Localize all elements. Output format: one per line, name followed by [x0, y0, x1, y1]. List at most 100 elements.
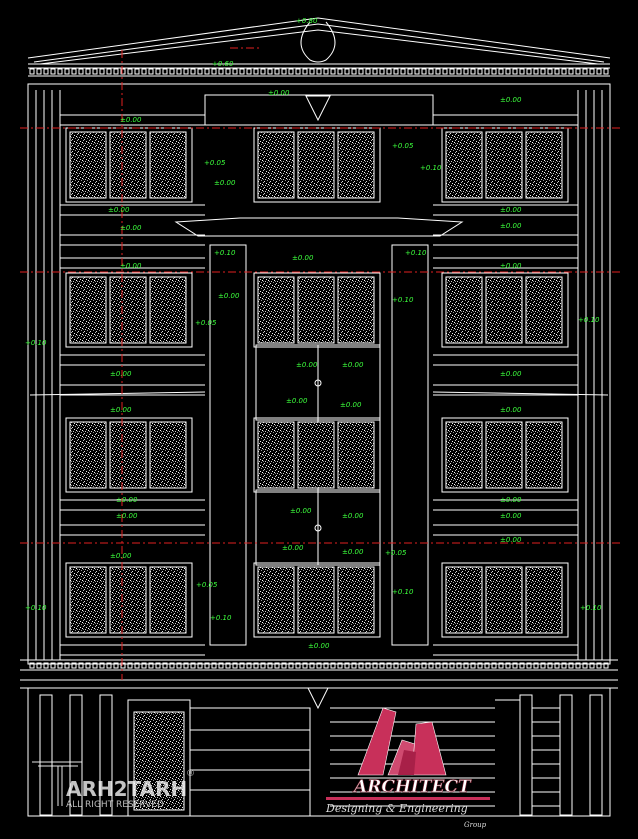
dentil [141, 662, 147, 669]
dentil [449, 662, 455, 669]
dentil [169, 68, 175, 75]
dentil [407, 662, 413, 669]
dentil [85, 662, 91, 669]
dentil [211, 68, 217, 75]
dentil [92, 662, 98, 669]
dentil [253, 68, 259, 75]
level-label: ±0.00 [500, 406, 522, 414]
window-pane [445, 566, 483, 634]
dentil [134, 662, 140, 669]
window-pane [337, 566, 375, 634]
window-pane [149, 566, 187, 634]
window-frame [65, 417, 193, 493]
dentil [365, 68, 371, 75]
dentil [127, 68, 133, 75]
dentil [50, 68, 56, 75]
dentil [456, 68, 462, 75]
window-frame [253, 417, 381, 493]
dentil [435, 68, 441, 75]
dentil [183, 68, 189, 75]
dentil [246, 662, 252, 669]
level-label: ±0.00 [290, 507, 312, 515]
dentil [183, 662, 189, 669]
window-pane [109, 421, 147, 489]
dentil [603, 68, 609, 75]
dentil [330, 662, 336, 669]
dentil [484, 68, 490, 75]
dentil [519, 662, 525, 669]
dentil [449, 68, 455, 75]
dentil [407, 68, 413, 75]
level-label: ±0.00 [340, 401, 362, 409]
dentil [330, 68, 336, 75]
dentil [582, 662, 588, 669]
dentil [64, 662, 70, 669]
dentil [533, 662, 539, 669]
dentil [477, 662, 483, 669]
axis-lines [20, 47, 620, 680]
dentil [225, 662, 231, 669]
dentil [582, 68, 588, 75]
dentil [281, 68, 287, 75]
dentil [561, 68, 567, 75]
dentil [540, 68, 546, 75]
window-pane [257, 276, 295, 344]
logo-rule [326, 797, 490, 800]
dentil [141, 68, 147, 75]
dentil [323, 68, 329, 75]
level-label: +0.05 [195, 319, 217, 327]
dentil [113, 662, 119, 669]
level-label: ±0.00 [282, 544, 304, 552]
dentil [470, 68, 476, 75]
dentil [414, 662, 420, 669]
dentil [92, 68, 98, 75]
level-label: ±0.00 [120, 224, 142, 232]
dentil [463, 68, 469, 75]
level-label: ±0.00 [116, 512, 138, 520]
dentil [386, 662, 392, 669]
level-label: ±0.00 [500, 512, 522, 520]
dentil [568, 68, 574, 75]
dentil [288, 68, 294, 75]
dentil [491, 662, 497, 669]
window-pane [485, 276, 523, 344]
dentil [204, 662, 210, 669]
dentil [603, 662, 609, 669]
level-label: ±0.00 [342, 512, 364, 520]
dentil [526, 68, 532, 75]
dentil [239, 662, 245, 669]
watermark-brand: ARH2TARH [66, 777, 187, 801]
dentil [120, 68, 126, 75]
pediment-ornament [300, 21, 336, 63]
dentil [351, 68, 357, 75]
level-label: ±0.00 [500, 206, 522, 214]
dentil [253, 662, 259, 669]
level-label: ±0.00 [500, 96, 522, 104]
watermark: ARH2TARH ® ALL RIGHT RESERVED [32, 761, 195, 810]
level-label: ±0.00 [120, 262, 142, 270]
dentil [351, 662, 357, 669]
dentil [120, 662, 126, 669]
window-pane [297, 276, 335, 344]
dentil [547, 68, 553, 75]
dentil [267, 662, 273, 669]
dentil [344, 68, 350, 75]
level-label: ±0.00 [500, 536, 522, 544]
dentil [127, 662, 133, 669]
dentil [365, 662, 371, 669]
level-label: ±0.00 [342, 548, 364, 556]
dentil [442, 662, 448, 669]
dentil [29, 68, 35, 75]
dentil [197, 68, 203, 75]
dentil [218, 662, 224, 669]
dentil [246, 68, 252, 75]
level-label: ±0.00 [500, 262, 522, 270]
window-pane [445, 131, 483, 199]
dentil [36, 68, 42, 75]
dentil [512, 68, 518, 75]
dentil [316, 662, 322, 669]
watermark-rights: ALL RIGHT RESERVED [66, 800, 164, 810]
dentil [596, 68, 602, 75]
dentil [302, 662, 308, 669]
